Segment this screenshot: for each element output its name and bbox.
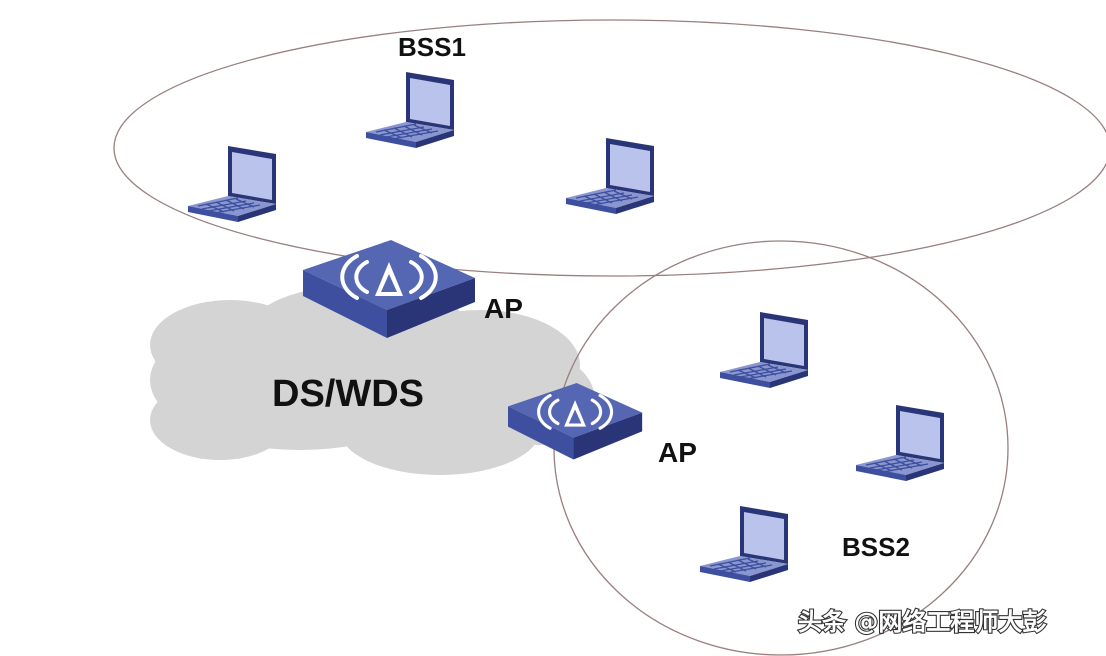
laptop-icon	[699, 505, 789, 583]
ap-top-label: AP	[484, 293, 523, 324]
bss1-label: BSS1	[398, 32, 466, 62]
laptop-icon	[187, 145, 277, 223]
laptop-icon	[565, 137, 655, 215]
bss2-label: BSS2	[842, 532, 910, 562]
watermark: 头条 @网络工程师大彭	[798, 608, 1046, 636]
laptop-icon	[365, 71, 455, 149]
laptop-icon	[719, 311, 809, 389]
bss1-boundary	[113, 19, 1106, 277]
ds-label: DS/WDS	[272, 373, 424, 415]
laptop-icon	[855, 404, 945, 482]
ap-bottom-label: AP	[658, 437, 697, 468]
